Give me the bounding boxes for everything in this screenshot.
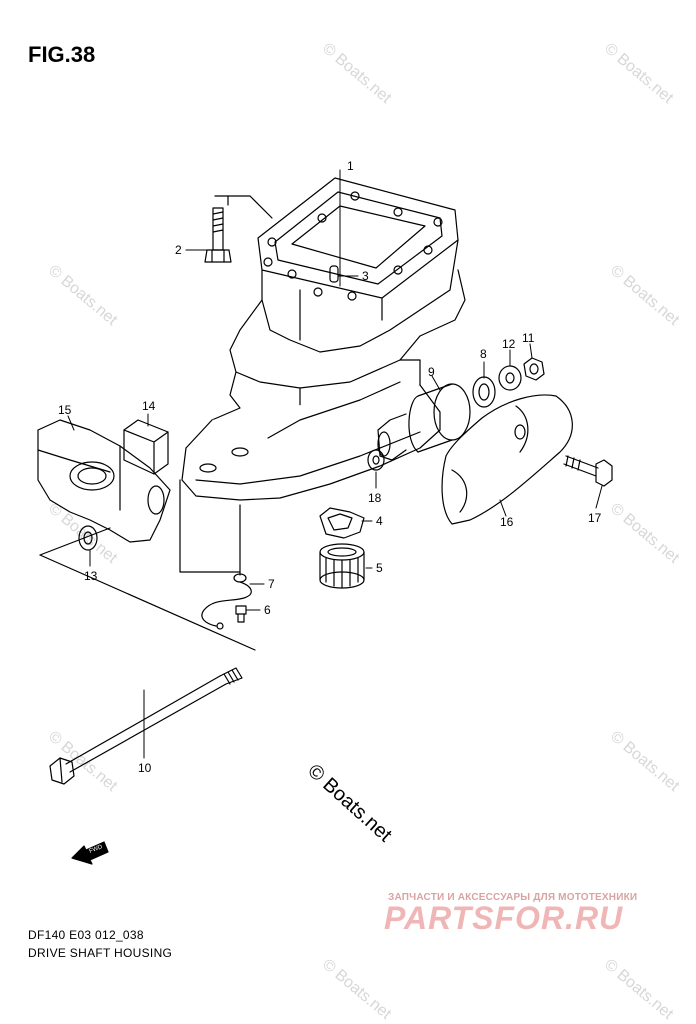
mount-part-9 [377,383,471,461]
callout-10: 10 [138,761,152,775]
guide-lines [39,195,273,651]
mount-bracket-part-15 [37,419,171,543]
callout-9: 9 [428,365,435,379]
callout-3: 3 [362,269,369,283]
leader-lines [67,169,603,759]
callout-12: 12 [502,337,516,351]
rubber-block-part-14 [123,419,169,475]
washer-part-13 [78,525,98,551]
callouts: 1 2 3 4 5 6 7 8 9 10 11 12 13 14 15 16 1… [58,159,602,775]
nut-part-11 [523,357,545,381]
callout-14: 14 [142,399,156,413]
fwd-label: FWD [89,844,105,855]
figure-title: FIG.38 [28,42,96,67]
callout-18: 18 [368,491,382,505]
parts-diagram: © Boats.net © Boats.net © Boats.net © Bo… [28,40,682,1023]
callout-11: 11 [522,331,535,345]
callout-2: 2 [175,243,182,257]
figure-name: DRIVE SHAFT HOUSING [28,946,173,960]
dowel-pin-part-3 [329,265,339,283]
washer-part-12 [498,365,522,391]
callout-15: 15 [58,403,72,417]
exploded-view: FWD 1 2 3 4 [37,159,613,865]
callout-5: 5 [376,561,383,575]
callout-7: 7 [268,577,275,591]
brand-tagline: ЗАПЧАСТИ И АКСЕССУАРЫ ДЛЯ МОТОТЕХНИКИ [388,892,638,903]
bearing-part-5 [319,543,365,589]
callout-16: 16 [500,515,514,529]
ground-lead-part-7 [201,573,252,630]
callout-8: 8 [480,347,487,361]
callout-4: 4 [376,514,383,528]
callout-1: 1 [347,159,354,173]
callout-6: 6 [264,603,271,617]
mount-cover-part-16 [441,394,573,525]
figure-code: DF140 E03 012_038 [28,928,144,942]
callout-17: 17 [588,511,602,525]
bolt-part-2 [204,207,232,263]
bolt-part-17 [563,455,613,487]
screw-part-6 [235,605,247,623]
callout-13: 13 [84,569,98,583]
washer-part-18 [367,449,385,471]
drive-shaft-housing [181,177,466,501]
fwd-arrow-icon: FWD [71,841,109,865]
washer-part-8 [472,376,496,408]
brand-logo: PARTSFOR.RU [384,900,624,936]
long-bolt-part-10 [49,667,243,785]
gasket-part-4 [319,507,365,539]
